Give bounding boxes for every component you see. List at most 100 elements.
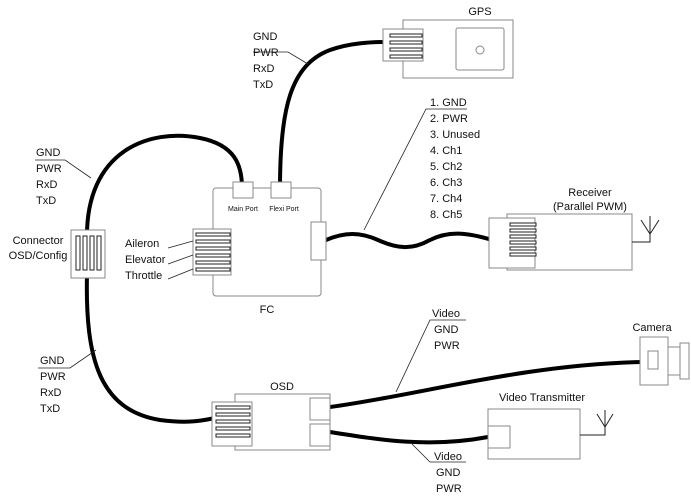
vtx-pin-label: GND (436, 467, 461, 479)
receiver: Receiver (Parallel PWM) (488, 187, 660, 271)
camera-pin-label: GND (434, 324, 459, 336)
fc-input-pin (195, 260, 231, 265)
camera-lens-mount (667, 346, 681, 376)
connector-pin-label: TxD (40, 403, 60, 415)
gps-pin (389, 47, 423, 52)
cable-connector-to-main-port (84, 133, 244, 242)
receiver-antenna-icon (632, 216, 660, 243)
connector-pin (89, 235, 95, 271)
camera-title: Camera (632, 322, 672, 334)
camera-pin-labels: Video GND PWR (395, 308, 466, 393)
cable-fc-to-receiver (324, 231, 494, 250)
connector-pin-label: GND (36, 147, 61, 159)
osd-port-camera (309, 397, 331, 421)
fc-input-label: Elevator (125, 254, 166, 266)
fc-input-label: Throttle (125, 270, 162, 282)
connector-title-line1: Connector (13, 235, 64, 247)
receiver-title-line1: Receiver (568, 187, 612, 199)
fc-input-leader (167, 254, 194, 265)
fc-input-label: Aileron (125, 238, 159, 250)
connector-pin (75, 235, 81, 271)
osd-pin (215, 433, 251, 438)
vtx-pin-label: Video (434, 451, 462, 463)
connector-title-line2: OSD/Config (9, 250, 68, 262)
vtx-title: Video Transmitter (499, 392, 585, 404)
receiver-pin (509, 240, 537, 245)
receiver-pin-label: 8. Ch5 (430, 209, 462, 221)
osd-pin (215, 412, 251, 417)
receiver-pin-label: 4. Ch1 (430, 145, 462, 157)
camera: Camera (632, 322, 690, 386)
receiver-pin (509, 222, 537, 227)
camera-pin-label: Video (432, 308, 460, 320)
gps-pin (389, 40, 423, 45)
connector-pin-label: GND (40, 355, 65, 367)
receiver-pin-label: 7. Ch4 (430, 193, 462, 205)
gps-leader (253, 51, 309, 65)
receiver-title-line2: (Parallel PWM) (553, 201, 627, 213)
receiver-pin (509, 246, 537, 251)
cable-osd-to-camera (328, 360, 642, 409)
cable-flexi-port-to-gps (278, 40, 390, 190)
fc-flexi-port (270, 181, 292, 199)
osd-pin (215, 426, 251, 431)
gps-pin-label: RxD (253, 63, 274, 75)
receiver-leader (363, 108, 467, 231)
flight-controller: Main Port Flexi Port FC (192, 181, 327, 316)
vtx-antenna-icon (580, 410, 614, 436)
receiver-pin-label: 1. GND (430, 97, 467, 109)
connector-pin-label: RxD (40, 387, 61, 399)
fc-input-labels: Aileron Elevator Throttle (125, 238, 194, 282)
fc-input-leader (167, 240, 194, 249)
receiver-pin-label: 5. Ch2 (430, 161, 462, 173)
receiver-pin (509, 228, 537, 233)
gps-pin (389, 54, 423, 59)
vtx-pin-label: PWR (436, 483, 462, 495)
connector-pin-label: RxD (36, 179, 57, 191)
camera-body (639, 336, 669, 386)
gps-pin-label: GND (253, 31, 278, 43)
gps-title: GPS (468, 6, 491, 18)
camera-pin-label: PWR (434, 340, 460, 352)
vtx-leader (411, 443, 466, 463)
connector-pin (96, 235, 102, 271)
receiver-pin (509, 234, 537, 239)
connector-bottom-leader (38, 349, 97, 369)
camera-lens (679, 342, 690, 380)
gps-module: GPS (382, 6, 514, 79)
cable-osd-to-vtx (328, 430, 490, 445)
connector-pin (82, 235, 88, 271)
fc-flexi-port-label: Flexi Port (269, 206, 299, 213)
connector-pin-label: PWR (36, 163, 62, 175)
receiver-pin-labels: 1. GND 2. PWR 3. Unused 4. Ch1 5. Ch2 6.… (363, 97, 480, 231)
fc-main-port-label: Main Port (228, 206, 258, 213)
osd-module: OSD (211, 381, 331, 451)
osd-title: OSD (270, 381, 294, 393)
fc-input-pin (195, 239, 231, 244)
connector-pin-label: PWR (40, 371, 66, 383)
vtx-pin-labels: Video GND PWR (411, 443, 466, 495)
fc-title: FC (260, 304, 275, 316)
vtx-connector (487, 425, 511, 449)
osd-pin (215, 419, 251, 424)
connector-pin-label: TxD (36, 195, 56, 207)
fc-receiver-port (310, 221, 327, 261)
receiver-pin (509, 252, 537, 257)
camera-leader (395, 319, 466, 393)
receiver-pin-label: 2. PWR (430, 113, 468, 125)
fc-input-pin (195, 232, 231, 237)
fc-input-pin (195, 246, 231, 251)
receiver-pin-label: 6. Ch3 (430, 177, 462, 189)
fc-pwm-input-header (192, 228, 232, 276)
fc-input-pin (195, 267, 231, 272)
fc-input-pin (195, 253, 231, 258)
cable-connector-to-osd (84, 272, 217, 424)
connector-top-pin-labels: GND PWR RxD TxD (35, 147, 92, 207)
gps-antenna-feed (475, 45, 485, 55)
camera-connector (647, 350, 659, 370)
video-transmitter: Video Transmitter (487, 392, 614, 460)
osd-pin (215, 405, 251, 410)
gps-pin-label: TxD (253, 79, 273, 91)
fc-input-leader (167, 268, 194, 280)
